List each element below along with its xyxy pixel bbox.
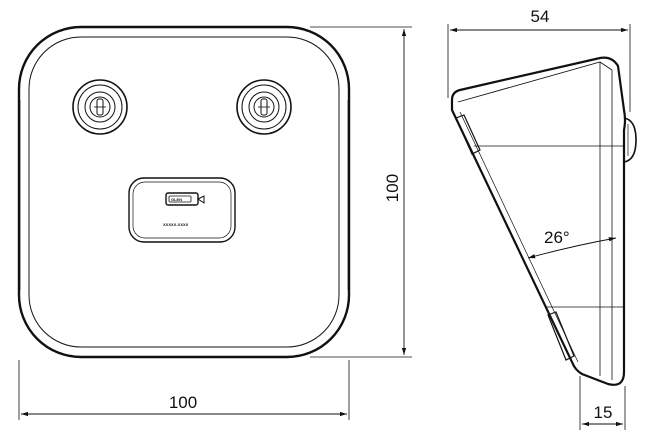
tilted-face-inner — [459, 111, 579, 363]
logo-icon: GLEN — [165, 192, 205, 206]
mount-lug-top — [455, 114, 481, 155]
side-offset-dimension: 15 — [579, 376, 626, 430]
logo-plate: GLEN XXXXX-XXXX — [128, 177, 236, 243]
tilted-face — [451, 109, 573, 363]
tilt-angle-label: 26° — [544, 228, 570, 247]
angle-arc — [527, 237, 617, 259]
screw-icon — [72, 79, 128, 135]
inner-housing-edge — [28, 36, 340, 348]
side-depth-label: 54 — [531, 7, 550, 26]
front-width-label: 100 — [169, 393, 197, 412]
screw-icon — [236, 79, 292, 135]
outer-housing — [17, 25, 351, 359]
front-height-label: 100 — [383, 174, 402, 202]
side-depth-dimension: 54 — [447, 7, 631, 112]
side-silhouette — [450, 56, 627, 386]
front-width-dimension: 100 — [18, 360, 350, 420]
mount-lug-bottom — [547, 311, 575, 361]
front-height-dimension: 100 — [310, 26, 412, 358]
rear-cable-knob — [623, 117, 637, 163]
logo-label: GLEN — [171, 197, 182, 202]
front-view: GLEN XXXXX-XXXX — [17, 25, 351, 359]
logo-caption: XXXXX-XXXX — [163, 222, 189, 227]
side-offset-label: 15 — [594, 403, 613, 422]
side-top-edge — [457, 61, 613, 103]
side-view: 26° — [450, 56, 637, 386]
